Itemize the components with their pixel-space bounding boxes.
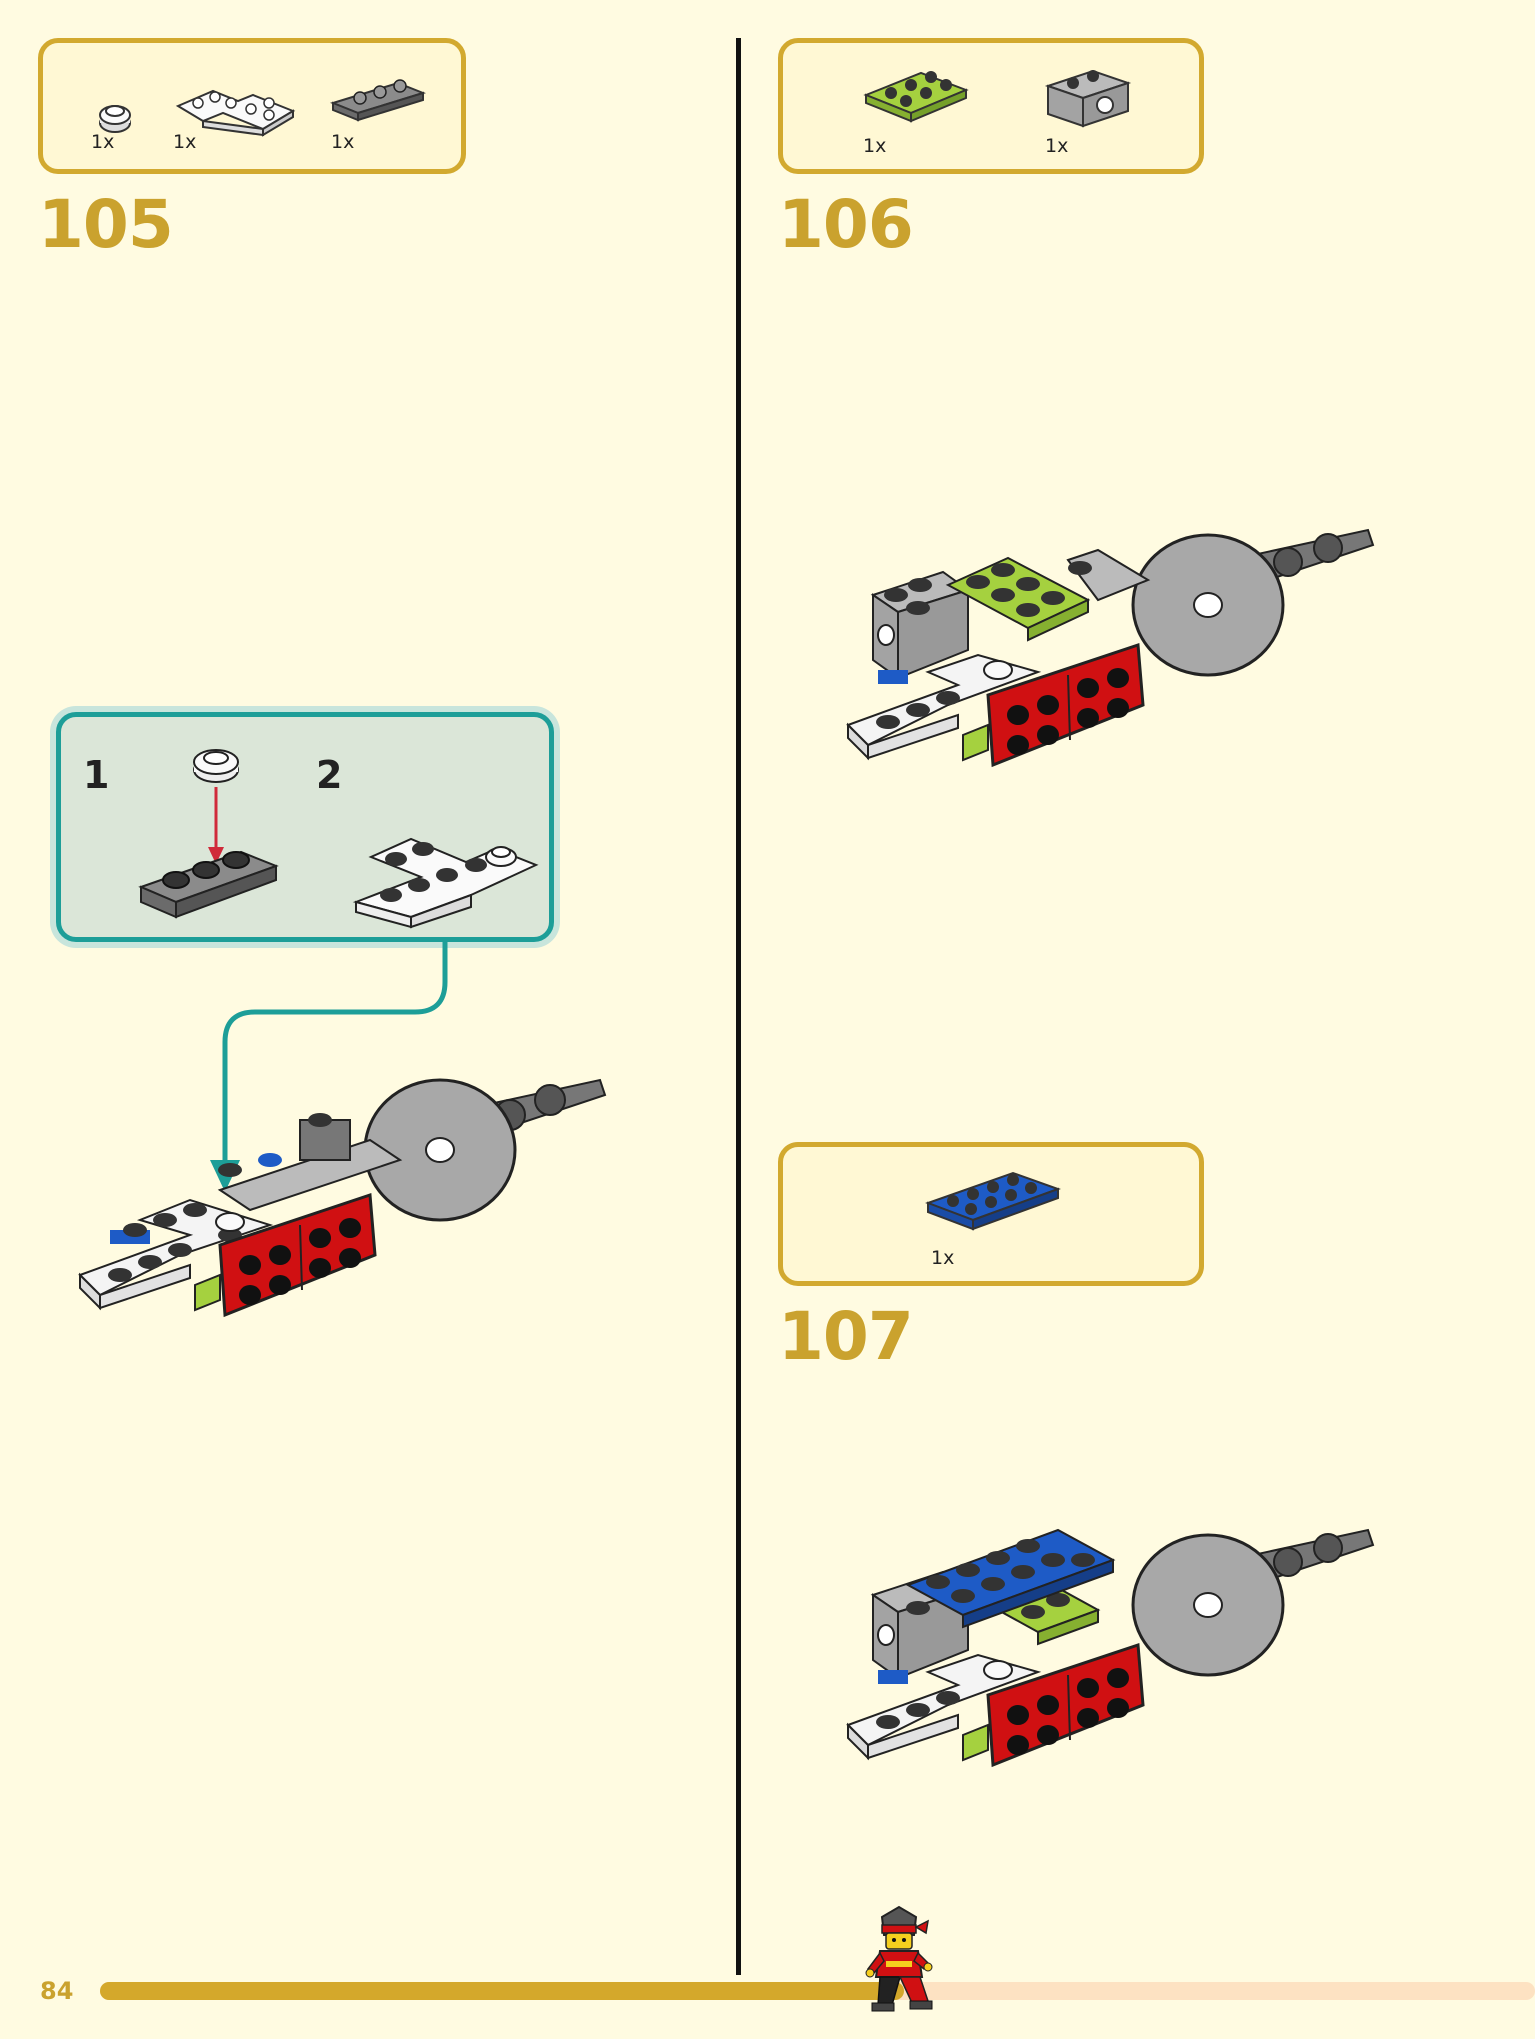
ninja-minifigure-icon [865, 1905, 933, 2012]
step-number-107: 107 [778, 1298, 914, 1375]
step-number-106: 106 [778, 186, 914, 263]
gray-brick-icon [1044, 69, 1132, 128]
parts-box-step-107: 1x [778, 1142, 1204, 1286]
dark-plate-icon [329, 79, 427, 122]
column-divider [736, 38, 741, 1975]
page-number: 84 [40, 1977, 74, 2005]
part-qty: 1x [173, 131, 197, 153]
parts-box-step-106: 1x 1x [778, 38, 1204, 174]
substep-2-illustration [352, 837, 539, 929]
round-plate-icon [99, 105, 131, 133]
substep-number: 2 [316, 753, 343, 797]
step-106-assembly [846, 528, 1375, 768]
step-105-assembly [78, 1078, 607, 1318]
corner-plate-icon [175, 89, 296, 137]
progress-fill [100, 1982, 904, 2000]
substep-1-illustration [138, 749, 279, 919]
substep-number: 1 [83, 753, 110, 797]
blue-plate-icon [925, 1171, 1061, 1231]
part-qty: 1x [1045, 135, 1069, 157]
sub-assembly-callout: 1 2 [56, 712, 554, 942]
parts-box-step-105: 1x 1x 1x [38, 38, 466, 174]
lime-plate-icon [863, 71, 969, 123]
part-qty: 1x [863, 135, 887, 157]
part-qty: 1x [331, 131, 355, 153]
step-107-assembly [846, 1528, 1375, 1768]
part-qty: 1x [91, 131, 115, 153]
step-number-105: 105 [38, 186, 174, 263]
part-qty: 1x [931, 1247, 955, 1269]
